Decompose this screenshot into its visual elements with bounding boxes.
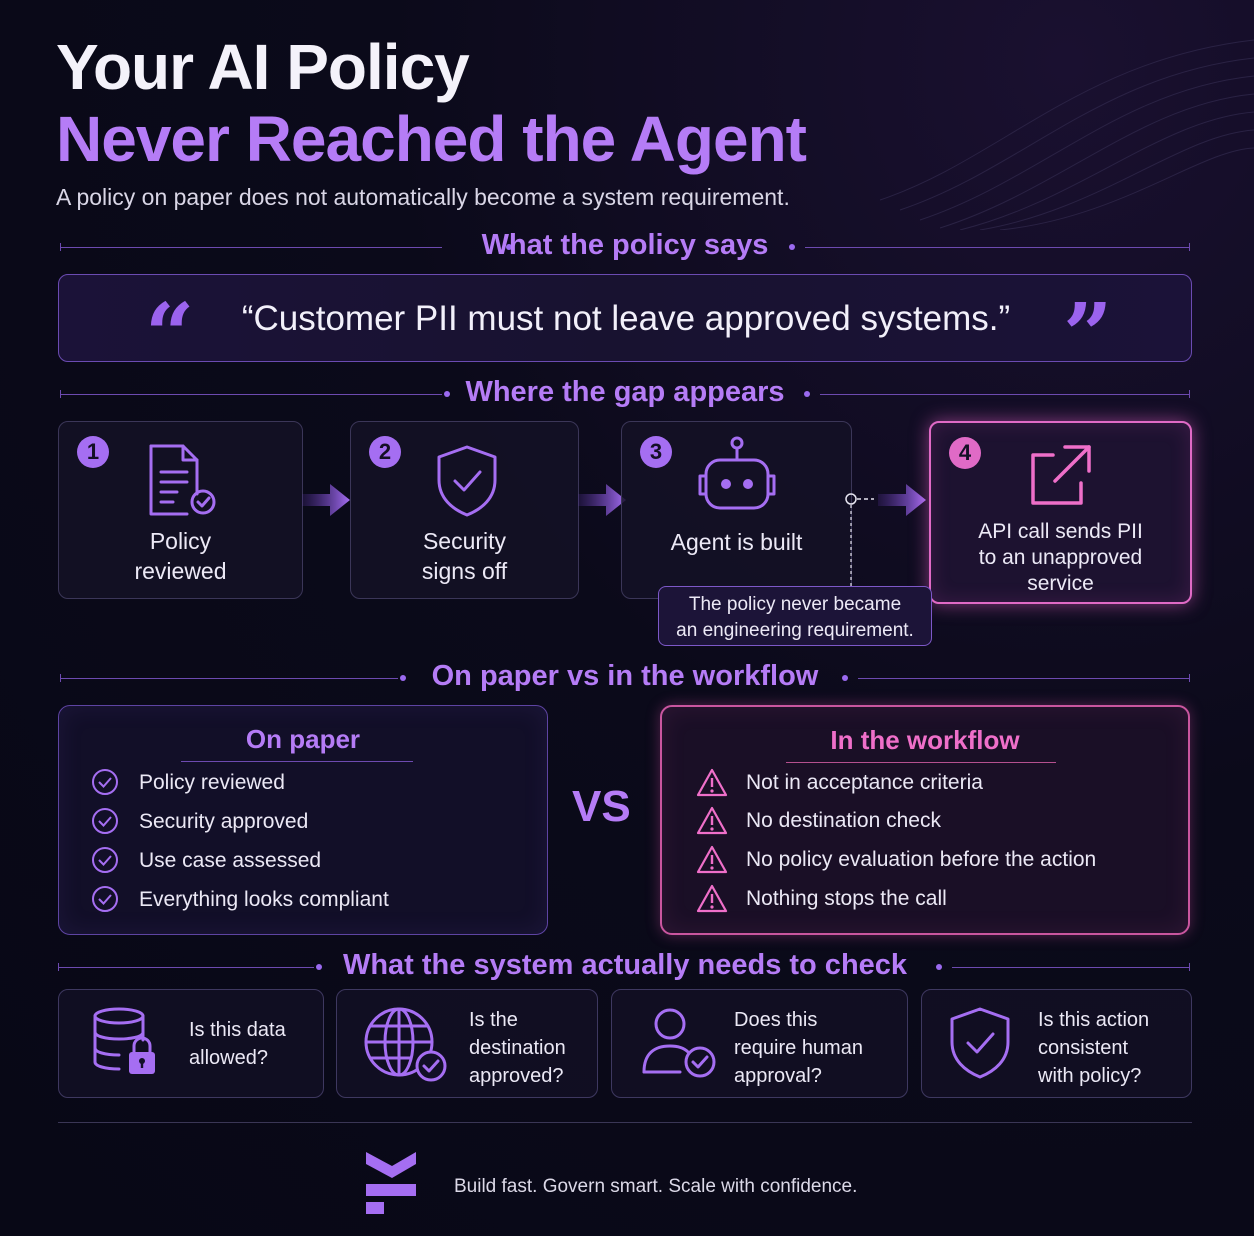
page-title-line2: Never Reached the Agent [56,103,807,175]
brand-logo-icon [366,1152,416,1214]
step-card-policy-reviewed: 1 Policy reviewed [58,421,303,599]
list-item: Policy reviewed [59,768,547,798]
list-item: Nothing stops the call [662,884,1188,914]
check-card-text: Is this data allowed? [189,1019,286,1069]
open-quote-icon: “ [145,285,195,386]
section-title: Where the gap appears [465,376,785,408]
vs-label: VS [572,782,631,831]
page-subtitle: A policy on paper does not automatically… [56,184,790,210]
step-label-line2: to an unapproved [978,546,1143,569]
gap-note: The policy never became an engineering r… [658,586,932,646]
step-card-security-signs-off: 2 Security signs off [350,421,579,599]
step-label: Agent is built [670,529,803,555]
footer-divider [58,1122,1192,1123]
shield-check-icon [437,445,497,517]
on-paper-panel: On paper Policy reviewed Security approv… [58,705,548,935]
step-number-badge: 3 [640,436,672,468]
warning-icon [696,768,728,797]
panel-title: On paper [245,724,361,754]
panel-title: In the workflow [830,725,1020,755]
list-item: No policy evaluation before the action [662,845,1188,875]
globe-check-icon [364,1007,447,1082]
gap-connector [845,493,874,586]
flow-arrow-icon [578,484,626,516]
section-header-policy-says: What the policy says [60,229,1190,265]
check-card-text: Is this action consistent with policy? [1038,1009,1150,1087]
warning-icon [696,845,728,874]
policy-quote-box: “ “Customer PII must not leave approved … [58,274,1192,379]
background-wave-lines [880,39,1254,230]
check-circle-icon [92,808,118,834]
database-lock-icon [93,1007,155,1074]
external-link-icon [1031,445,1091,505]
section-title: On paper vs in the workflow [431,660,819,692]
section-header-system-checks: What the system actually needs to check [58,949,1190,985]
step-number-badge: 1 [77,436,109,468]
check-card-text: Does this require human approval? [734,1009,863,1087]
check-circle-icon [92,847,118,873]
warning-icon [696,884,728,913]
check-circle-icon [92,769,118,795]
check-card-policy-consistent: Is this action consistent with policy? [921,989,1192,1098]
list-item: Use case assessed [59,846,547,876]
close-quote-icon: ” [1063,285,1113,386]
check-circle-icon [92,886,118,912]
step-label-line2: reviewed [134,558,227,584]
list-item: No destination check [662,806,1188,836]
list-item: Security approved [59,807,547,837]
step-number-badge: 4 [949,437,981,469]
step-label-line1: API call sends PII [978,520,1143,543]
section-header-gap-appears: Where the gap appears [60,376,1190,412]
step-label-line3: service [1027,572,1094,595]
gap-note-line1: The policy never became [688,594,902,615]
check-card-destination-approved: Is the destination approved? [336,989,598,1098]
flow-arrow-icon [878,484,926,516]
step-label-line2: signs off [421,558,508,584]
list-item: Not in acceptance criteria [662,768,1188,798]
policy-quote-text: “Customer PII must not leave approved sy… [241,299,1011,338]
step-card-agent-built: 3 Agent is built [621,421,852,599]
in-the-workflow-panel: In the workflow Not in acceptance criter… [660,705,1190,935]
robot-icon [698,436,776,510]
section-header-paper-vs-workflow: On paper vs in the workflow [60,660,1190,696]
shield-check-icon [950,1007,1010,1079]
warning-icon [696,806,728,835]
page-title-line1: Your AI Policy [56,31,470,103]
document-check-icon [149,444,216,516]
user-check-icon [642,1008,716,1078]
check-card-text: Is the destination approved? [469,1009,566,1087]
step-label-line1: Security [422,528,507,554]
gap-note-line2: an engineering requirement. [676,620,914,641]
check-card-human-approval: Does this require human approval? [611,989,908,1098]
list-item: Everything looks compliant [59,885,547,915]
check-card-data-allowed: Is this data allowed? [58,989,324,1098]
section-title: What the policy says [481,229,769,261]
flow-arrow-icon [302,484,350,516]
step-label-line1: Policy [149,528,212,554]
section-title: What the system actually needs to check [342,949,908,981]
step-number-badge: 2 [369,436,401,468]
step-card-api-call-sends-pii: 4 API call sends PII to an unapproved se… [929,421,1192,604]
footer-tagline: Build fast. Govern smart. Scale with con… [454,1176,858,1197]
